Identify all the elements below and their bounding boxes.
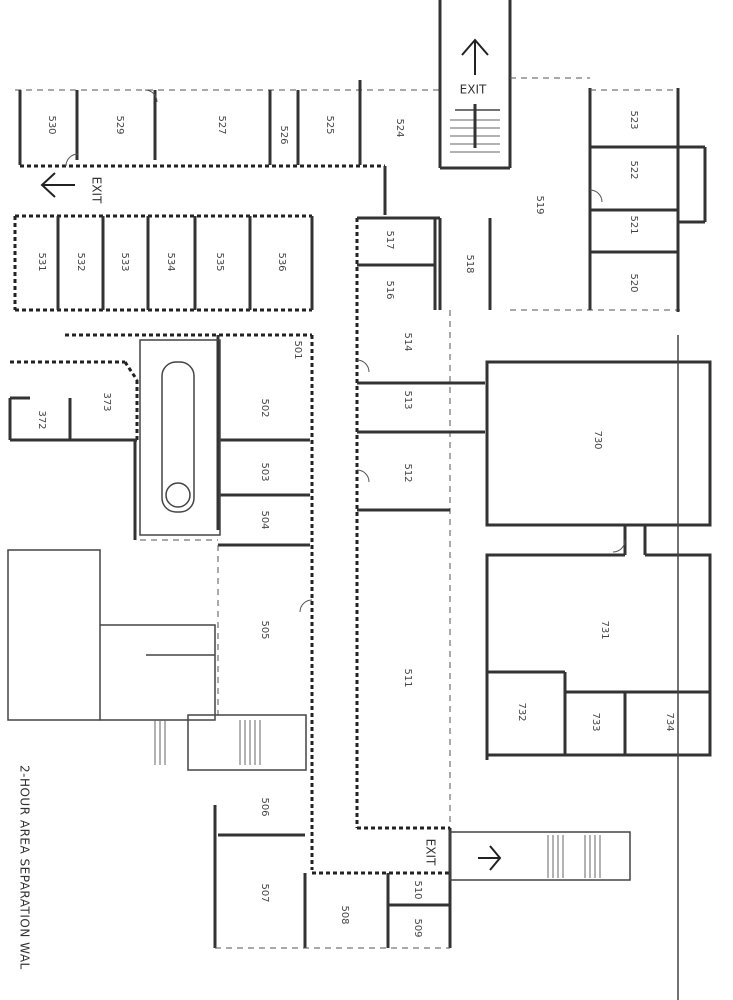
room-label: 525	[324, 115, 335, 134]
room-label: 532	[75, 252, 86, 271]
room-label: 531	[36, 252, 47, 271]
exit-arrow-bottom	[478, 845, 502, 871]
room-label: 734	[664, 712, 675, 731]
room-label: 509	[412, 918, 423, 937]
room-label: 508	[339, 905, 350, 924]
room-label: 503	[259, 462, 270, 481]
room-label: 504	[259, 510, 270, 529]
room-label: 530	[46, 115, 57, 134]
room-label: 730	[592, 430, 603, 449]
room-label: 505	[259, 620, 270, 639]
exit-label: EXIT	[460, 83, 487, 97]
room-label: 514	[402, 332, 413, 351]
wall-note: 2-HOUR AREA SEPARATION WAL	[18, 765, 32, 970]
exit-label: EXIT	[424, 839, 438, 866]
room-label: 373	[101, 392, 112, 411]
room-label: 731	[599, 620, 610, 639]
room-label: 535	[214, 252, 225, 271]
room-label: 524	[394, 118, 405, 137]
room-label: 502	[259, 398, 270, 417]
room-label: 529	[114, 115, 125, 134]
room-label: 522	[628, 160, 639, 179]
room-label: 372	[36, 410, 47, 429]
room-label: 527	[216, 115, 227, 134]
room-label: 523	[628, 110, 639, 129]
room-label: 501	[292, 340, 303, 359]
room-label: 516	[384, 280, 395, 299]
walls	[7, 0, 712, 1000]
room-label: 534	[165, 252, 176, 271]
room-label: 518	[464, 254, 475, 273]
room-label: 536	[276, 252, 287, 271]
room-label: 511	[402, 668, 413, 687]
room-label: 520	[628, 273, 639, 292]
room-label: 517	[384, 230, 395, 249]
room-label: 519	[534, 195, 545, 214]
room-label: 507	[259, 883, 270, 902]
exit-label: EXIT	[90, 177, 104, 204]
room-label: 513	[402, 390, 413, 409]
room-label: 506	[259, 797, 270, 816]
exit-arrow-left	[40, 172, 75, 198]
room-label: 533	[119, 252, 130, 271]
room-label: 512	[402, 463, 413, 482]
room-label: 526	[278, 125, 289, 144]
room-label: 732	[516, 702, 527, 721]
room-label: 510	[412, 880, 423, 899]
room-label: 733	[590, 712, 601, 731]
exit-arrow-top	[461, 38, 489, 75]
room-labels: 530 529 527 526 525 524 523 522 521 520 …	[36, 110, 675, 937]
room-label: 521	[628, 215, 639, 234]
